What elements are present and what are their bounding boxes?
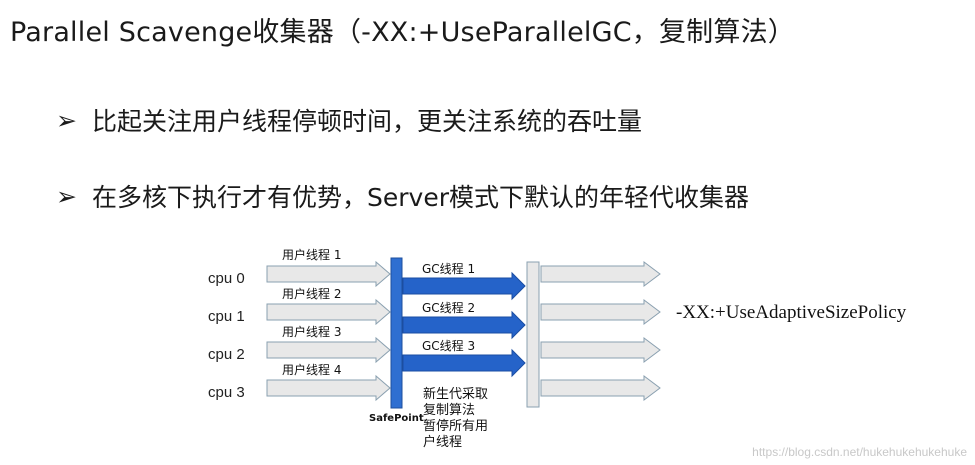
bullet-text-1: 比起关注用户线程停顿时间，更关注系统的吞吐量	[92, 107, 643, 136]
watermark: https://blog.csdn.net/hukehukehukehuke	[752, 445, 967, 459]
resumed-thread-arrow-2	[540, 299, 661, 325]
resumed-thread-arrow-3	[540, 337, 661, 363]
adaptive-size-policy-label: -XX:+UseAdaptiveSizePolicy	[676, 302, 907, 323]
arrow-bullet-icon: ➢	[56, 181, 77, 211]
gc-thread-label-2: GC线程 2	[422, 300, 475, 315]
cpu-label-0: cpu 0	[208, 270, 245, 287]
note-line-3: 暂停所有用	[423, 418, 488, 434]
slide-title: Parallel Scavenge收集器（-XX:+UseParallelGC，…	[10, 17, 795, 48]
bullet-item-2: ➢ 在多核下执行才有优势，Server模式下默认的年轻代收集器	[56, 178, 749, 214]
safepoint-bar	[390, 257, 403, 409]
gc-thread-arrow-2	[402, 310, 526, 340]
bullet-item-1: ➢ 比起关注用户线程停顿时间，更关注系统的吞吐量	[56, 102, 642, 138]
note-line-2: 复制算法	[423, 403, 475, 418]
gc-thread-arrow-1	[402, 271, 526, 301]
user-thread-arrow-2	[266, 298, 391, 326]
user-thread-label-4: 用户线程 4	[282, 362, 341, 377]
cpu-label-3: cpu 3	[208, 384, 245, 401]
cpu-label-1: cpu 1	[208, 308, 245, 325]
note-line-4: 户线程	[423, 434, 462, 450]
arrow-bullet-icon: ➢	[56, 105, 77, 135]
gc-thread-label-3: GC线程 3	[422, 338, 475, 353]
safepoint-label: SafePoint	[369, 413, 424, 424]
user-thread-label-1: 用户线程 1	[282, 247, 341, 262]
user-thread-label-3: 用户线程 3	[282, 324, 341, 339]
user-thread-arrow-1	[266, 260, 391, 288]
resumed-thread-arrow-4	[540, 375, 661, 401]
bullet-text-2: 在多核下执行才有优势，Server模式下默认的年轻代收集器	[92, 183, 749, 212]
user-thread-arrow-4	[266, 374, 391, 402]
gc-thread-label-1: GC线程 1	[422, 261, 475, 276]
note-line-1: 新生代采取	[423, 386, 488, 402]
cpu-label-2: cpu 2	[208, 346, 245, 363]
resume-bar	[526, 261, 540, 408]
resumed-thread-arrow-1	[540, 261, 661, 287]
user-thread-arrow-3	[266, 336, 391, 364]
user-thread-label-2: 用户线程 2	[282, 286, 341, 301]
gc-thread-arrow-3	[402, 348, 526, 378]
